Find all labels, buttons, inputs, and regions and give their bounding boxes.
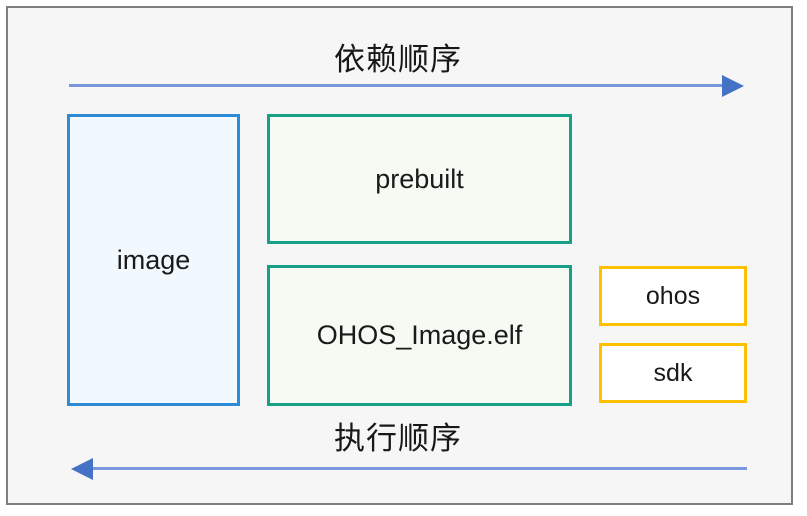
execution-order-arrow-line [93, 467, 747, 470]
execution-order-label: 执行顺序 [334, 421, 462, 456]
node-ohos-label: ohos [645, 281, 701, 310]
node-ohos-image-elf[interactable]: OHOS_Image.elf [267, 265, 572, 406]
dependency-order-label: 依赖顺序 [334, 42, 462, 77]
dependency-order-arrow-line [69, 84, 724, 87]
node-prebuilt-label: prebuilt [375, 163, 464, 194]
dependency-order-arrow-head-icon [722, 75, 744, 97]
node-prebuilt[interactable]: prebuilt [267, 114, 572, 244]
node-sdk-label: sdk [653, 358, 693, 387]
execution-order-arrow-head-icon [71, 458, 93, 480]
node-ohos-image-elf-label: OHOS_Image.elf [316, 320, 523, 350]
node-sdk[interactable]: sdk [599, 343, 747, 403]
node-image[interactable]: image [67, 114, 240, 406]
diagram-frame: 依赖顺序 image prebuilt OHOS_Image.elf ohos … [6, 6, 793, 505]
node-image-label: image [116, 244, 191, 275]
node-ohos[interactable]: ohos [599, 266, 747, 326]
